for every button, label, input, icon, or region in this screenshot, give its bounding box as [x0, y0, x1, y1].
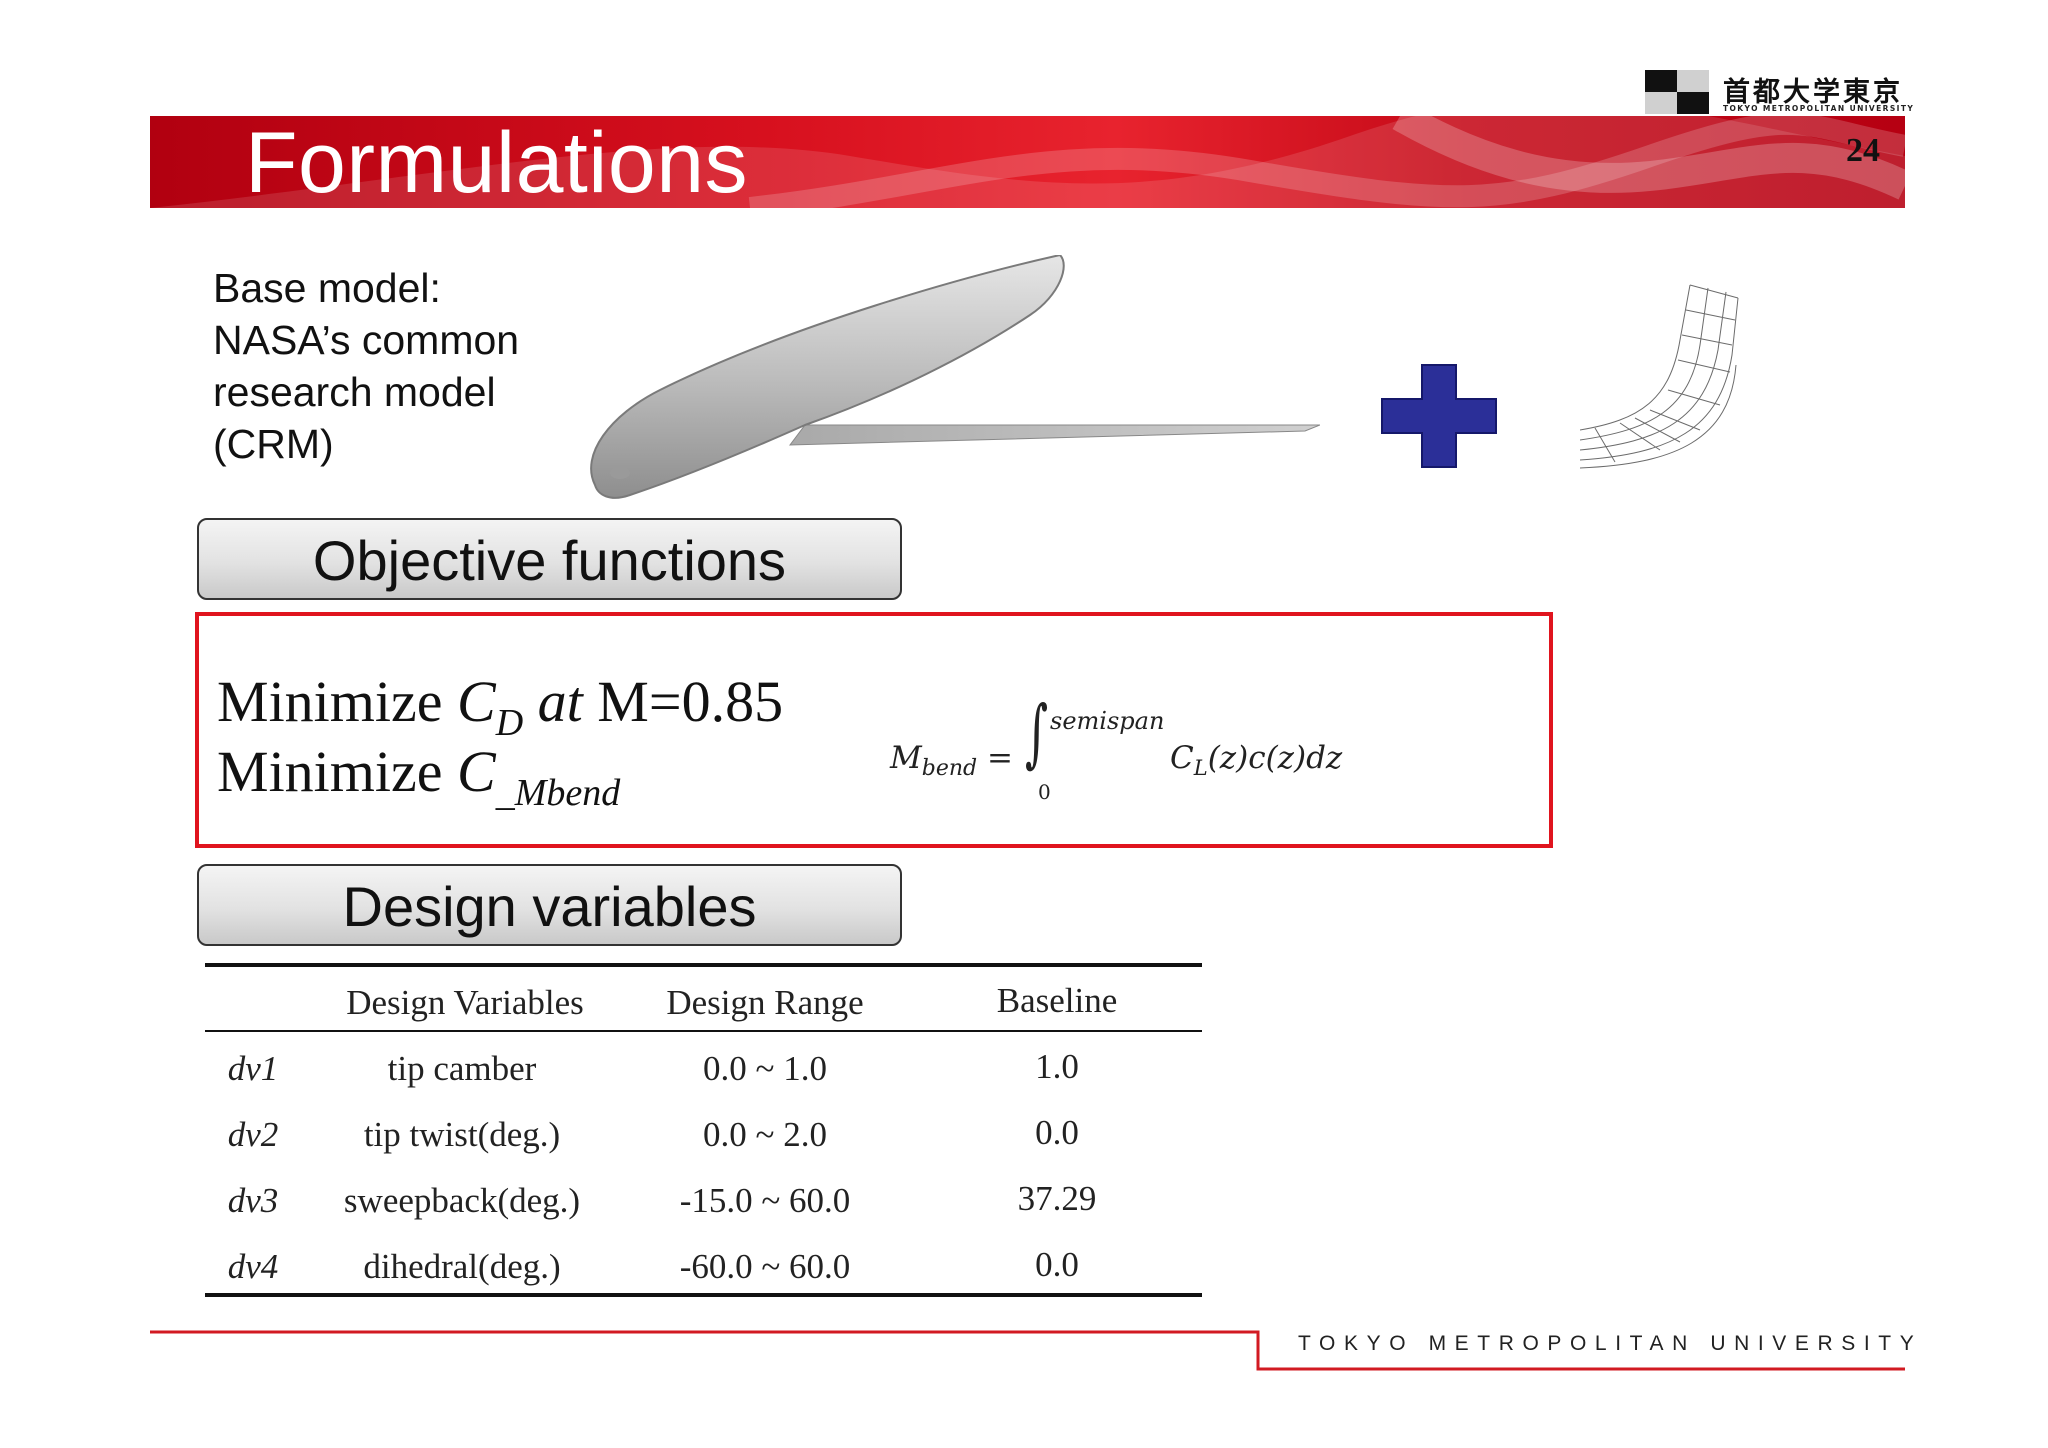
plus-icon	[1381, 364, 1497, 468]
formula-lower-limit: 0	[1038, 780, 1051, 804]
objective-line-1-var: C	[457, 669, 496, 734]
table-cell-baseline: 0.0	[1035, 1245, 1079, 1284]
base-model-description: Base model: NASA’s common research model…	[213, 262, 519, 470]
table-cell-range: -15.0 ~ 60.0	[679, 1181, 851, 1220]
objective-line-2-var: C	[457, 739, 496, 804]
objective-line-2-prefix: Minimize	[217, 739, 458, 804]
table-top-rule	[205, 963, 1202, 967]
base-model-line: Base model:	[213, 265, 441, 311]
column-header: Design Variables	[346, 983, 584, 1022]
base-model-line: research model	[213, 369, 496, 415]
column-header: Design Range	[666, 983, 864, 1022]
objective-line-1: Minimize CD at M=0.85	[217, 668, 784, 744]
page-title: Formulations	[245, 115, 749, 211]
page-number: 24	[1846, 132, 1880, 169]
objective-line-1-mid: at	[523, 669, 583, 734]
footer-line	[150, 1330, 1905, 1371]
objective-line-2: Minimize C_Mbend	[217, 738, 620, 814]
column-header: Baseline	[996, 981, 1118, 1020]
table-cell-range: 0.0 ~ 2.0	[703, 1115, 827, 1154]
wing-mesh-icon	[1580, 284, 1739, 469]
footer-university-name: TOKYO METROPOLITAN UNIVERSITY	[1298, 1332, 1923, 1355]
table-cell-id: dv2	[227, 1115, 279, 1154]
university-logo: 首都大学東京 TOKYO METROPOLITAN UNIVERSITY	[1645, 70, 1913, 116]
table-cell-id: dv1	[227, 1049, 279, 1088]
table-bottom-rule	[205, 1293, 1202, 1297]
base-model-line: (CRM)	[213, 421, 334, 467]
objective-line-2-sub: _Mbend	[495, 772, 621, 814]
design-variables-header: Design variables	[197, 864, 902, 946]
objective-line-1-suffix: M=0.85	[582, 669, 784, 734]
formula-lhs-sub: bend	[921, 756, 978, 781]
aircraft-icon	[590, 255, 1320, 499]
university-logo-icon	[1645, 70, 1709, 114]
table-cell-baseline: 37.29	[1017, 1179, 1097, 1218]
table-cell-name: tip camber	[387, 1049, 537, 1088]
table-cell-name: tip twist(deg.)	[363, 1115, 561, 1154]
table-cell-id: dv4	[227, 1247, 279, 1286]
formula-lhs-var: M	[890, 740, 922, 776]
table-header-rule	[205, 1030, 1202, 1032]
table-cell-name: sweepback(deg.)	[343, 1181, 581, 1220]
objective-line-1-sub: D	[495, 702, 524, 744]
formula-rhs: CL(z)c(z)dz	[1170, 740, 1343, 780]
table-cell-name: dihedral(deg.)	[363, 1247, 561, 1286]
table-cell-range: 0.0 ~ 1.0	[703, 1049, 827, 1088]
logo-japanese-text: 首都大学東京	[1723, 77, 1903, 108]
logo-english-text: TOKYO METROPOLITAN UNIVERSITY	[1723, 104, 1915, 113]
formula-rhs-sub: L	[1193, 756, 1208, 780]
table-cell-baseline: 1.0	[1035, 1047, 1079, 1086]
banner-swoosh	[150, 116, 1905, 208]
table-cell-baseline: 0.0	[1035, 1113, 1079, 1152]
formula-integral: ∫	[1025, 690, 1049, 776]
objective-box: Minimize CD at M=0.85 Minimize C_Mbend	[195, 612, 1553, 848]
formula-rhs-rest: (z)c(z)dz	[1207, 740, 1343, 776]
title-banner	[150, 116, 1905, 208]
formula-lhs: Mbend =	[890, 740, 1013, 781]
base-model-line: NASA’s common	[213, 317, 520, 363]
formula-equals: =	[977, 740, 1013, 776]
table-cell-id: dv3	[227, 1181, 279, 1220]
table-cell-range: -60.0 ~ 60.0	[679, 1247, 851, 1286]
formula-rhs-c: C	[1170, 740, 1194, 776]
objective-line-1-prefix: Minimize	[217, 669, 458, 734]
formula-upper-limit: semispan	[1050, 707, 1165, 735]
objective-functions-header: Objective functions	[197, 518, 902, 600]
